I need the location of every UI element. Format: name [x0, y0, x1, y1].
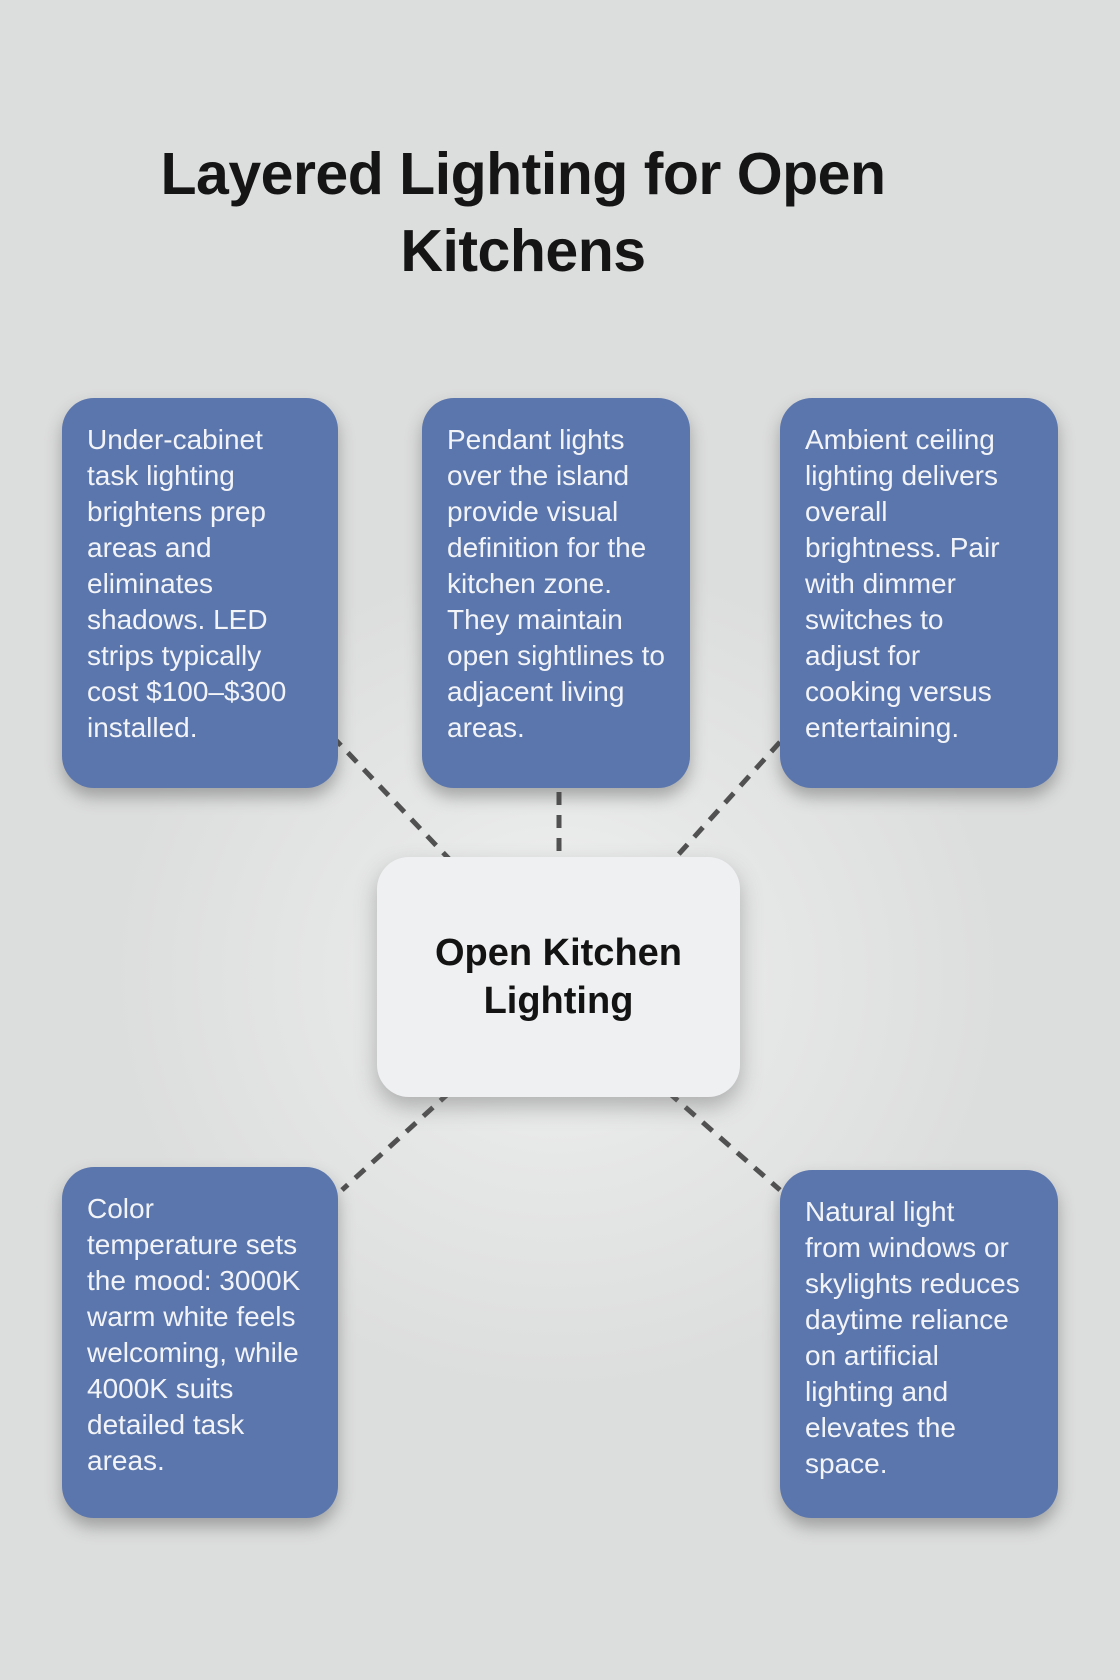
node-ambient-lighting-text: Ambient ceiling lighting delivers overal…: [805, 424, 1000, 743]
node-pendant-lights-text: Pendant lights over the island provide v…: [447, 424, 665, 743]
node-task-lighting: Under-cabinet task lighting brightens pr…: [62, 398, 338, 788]
connector-center-natural-light: [666, 1090, 782, 1192]
center-node: Open Kitchen Lighting: [377, 857, 740, 1097]
node-color-temperature: Color temperature sets the mood: 3000K w…: [62, 1167, 338, 1518]
page-title: Layered Lighting for Open Kitchens: [160, 140, 886, 284]
node-pendant-lights: Pendant lights over the island provide v…: [422, 398, 690, 788]
node-ambient-lighting: Ambient ceiling lighting delivers overal…: [780, 398, 1058, 788]
node-task-lighting-text: Under-cabinet task lighting brightens pr…: [87, 424, 287, 743]
connector-center-color-temperature: [340, 1090, 452, 1192]
center-node-label: Open Kitchen Lighting: [434, 932, 683, 1022]
node-color-temperature-text: Color temperature sets the mood: 3000K w…: [87, 1193, 301, 1476]
node-natural-light-text: Natural light from windows or skylights …: [805, 1196, 1020, 1479]
node-natural-light: Natural light from windows or skylights …: [780, 1170, 1058, 1518]
